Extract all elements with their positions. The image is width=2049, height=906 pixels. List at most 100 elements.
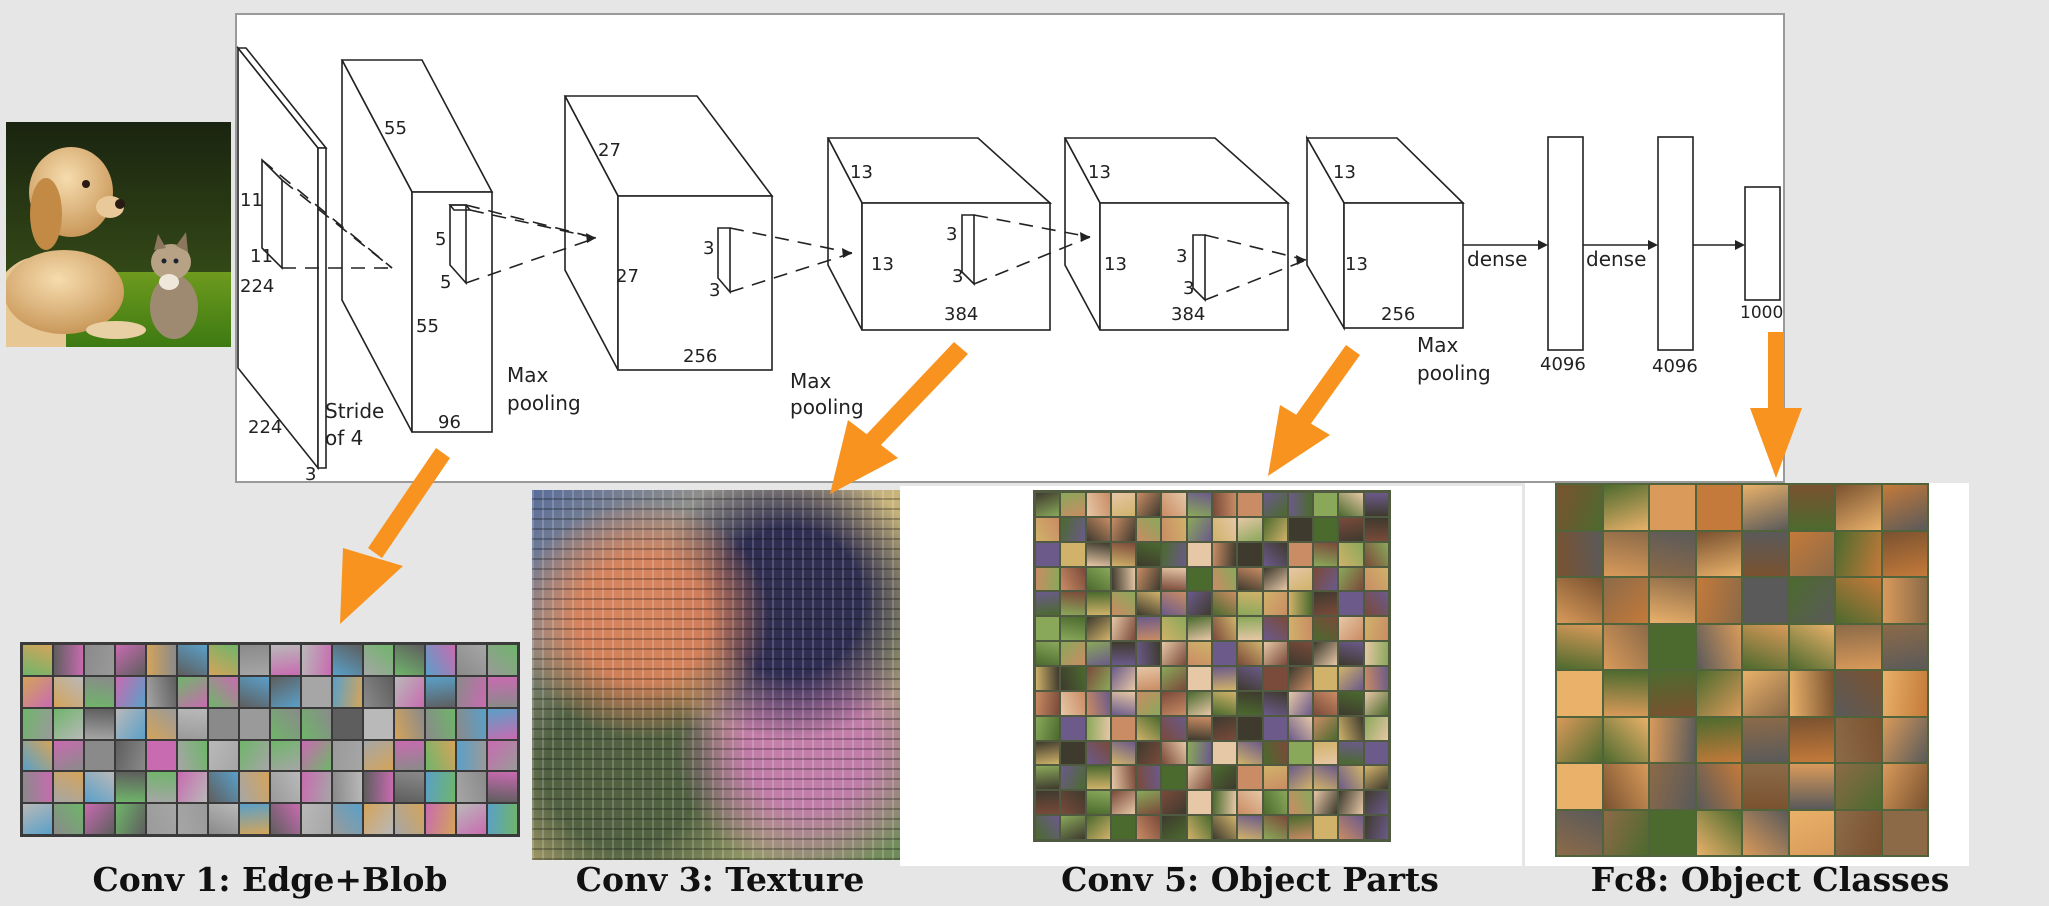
filter-tile [85, 645, 114, 675]
filter-tile [54, 676, 83, 707]
class-tile [1557, 717, 1602, 762]
feature-tile [1111, 741, 1136, 765]
filter-tile [271, 804, 300, 834]
feature-tile [1213, 542, 1237, 566]
class-tile [1603, 485, 1648, 530]
conv5-object-parts-visualization [1033, 490, 1391, 842]
feature-tile [1314, 667, 1338, 690]
feature-tile [1364, 791, 1388, 815]
filter-tile [271, 740, 300, 771]
feature-tile [1187, 567, 1211, 591]
feature-tile [1187, 517, 1211, 541]
conv1-kernel-h-label: 5 [435, 229, 446, 250]
class-tile [1650, 810, 1695, 855]
filter-tile [209, 676, 238, 707]
class-tile [1836, 531, 1881, 576]
class-tile [1557, 764, 1602, 809]
filter-tile [457, 740, 486, 771]
class-tile [1650, 578, 1695, 623]
conv1-edge-blob-visualization [20, 642, 520, 837]
filter-tile [364, 676, 393, 707]
feature-tile [1263, 791, 1287, 815]
filter-tile [209, 804, 238, 834]
class-tile [1882, 578, 1927, 623]
class-tile [1789, 717, 1834, 762]
filter-tile [271, 708, 300, 739]
feature-tile [1339, 741, 1363, 765]
conv4-side-label: 13 [1104, 254, 1127, 275]
feature-tile [1036, 592, 1060, 616]
filter-tile [23, 708, 52, 739]
feature-tile [1364, 816, 1388, 839]
feature-tile [1238, 642, 1262, 665]
feature-tile [1036, 493, 1060, 516]
conv2-kernel-w-label: 3 [709, 280, 720, 301]
feature-tile [1187, 816, 1211, 839]
feature-tile [1061, 791, 1085, 815]
feature-tile [1263, 493, 1287, 516]
conv5-depth-label: 256 [1381, 304, 1415, 325]
class-tile [1882, 485, 1927, 530]
feature-tile [1238, 617, 1262, 641]
conv3-kernel-h-label: 3 [946, 224, 957, 245]
conv5-caption: Conv 5: Object Parts [1061, 860, 1439, 899]
feature-tile [1036, 517, 1060, 541]
feature-tile [1187, 542, 1211, 566]
filter-tile [23, 740, 52, 771]
feature-tile [1137, 542, 1161, 566]
feature-tile [1036, 642, 1060, 665]
filter-tile [116, 740, 145, 771]
filter-tile [85, 772, 114, 803]
fc6-layer [1547, 136, 1584, 351]
class-tile [1557, 578, 1602, 623]
feature-tile [1364, 667, 1388, 690]
filter-tile [302, 645, 331, 675]
class-tile [1603, 578, 1648, 623]
filter-tile [147, 772, 176, 803]
conv3-arrow-icon [830, 342, 968, 494]
feature-tile [1339, 493, 1363, 516]
feature-tile [1263, 716, 1287, 740]
filter-tile [333, 772, 362, 803]
class-tile [1650, 624, 1695, 669]
feature-tile [1339, 667, 1363, 690]
feature-tile [1213, 517, 1237, 541]
class-tile [1882, 624, 1927, 669]
feature-tile [1213, 567, 1237, 591]
conv4-depth-label: 384 [1171, 304, 1205, 325]
feature-tile [1086, 493, 1110, 516]
feature-tile [1213, 617, 1237, 641]
feature-tile [1263, 592, 1287, 616]
filter-tile [364, 708, 393, 739]
filter-tile [54, 708, 83, 739]
conv3-top-label: 13 [850, 162, 873, 183]
filter-tile [488, 645, 517, 675]
class-tile [1836, 717, 1881, 762]
feature-tile [1137, 642, 1161, 665]
filter-tile [85, 740, 114, 771]
filter-tile [116, 645, 145, 675]
feature-tile [1238, 791, 1262, 815]
filter-tile [178, 645, 207, 675]
feature-tile [1263, 642, 1287, 665]
filter-tile [271, 676, 300, 707]
feature-tile [1238, 816, 1262, 839]
filter-tile [54, 772, 83, 803]
filter-tile [209, 708, 238, 739]
filter-tile [333, 740, 362, 771]
class-tile [1696, 810, 1741, 855]
feature-tile [1036, 667, 1060, 690]
feature-tile [1086, 517, 1110, 541]
feature-tile [1213, 667, 1237, 690]
filter-tile [178, 708, 207, 739]
fc8-arrow-icon [1750, 332, 1802, 478]
fc6-units-label: 4096 [1540, 354, 1586, 375]
fc8-object-classes-visualization [1555, 483, 1929, 857]
feature-tile [1061, 642, 1085, 665]
feature-tile [1187, 691, 1211, 715]
feature-tile [1036, 691, 1060, 715]
dense2-label: dense [1586, 247, 1646, 271]
feature-tile [1137, 716, 1161, 740]
class-tile [1650, 717, 1695, 762]
filter-tile [209, 740, 238, 771]
